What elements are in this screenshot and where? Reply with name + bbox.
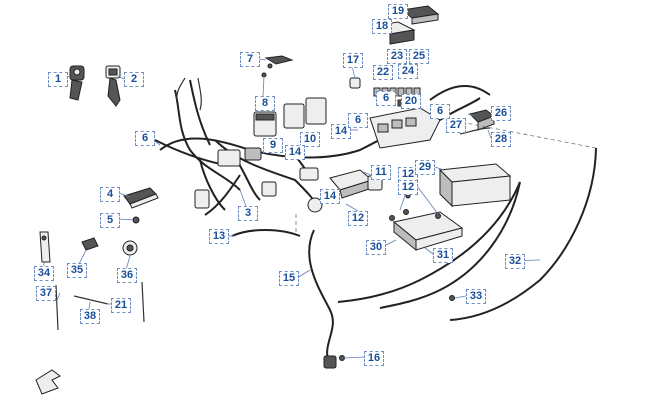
part-36-grommet — [122, 240, 138, 256]
callout-14[interactable]: 14 — [331, 124, 351, 139]
part-4-bracket — [123, 187, 159, 209]
callout-6-fusebox[interactable]: 6 — [376, 91, 396, 106]
callout-37[interactable]: 37 — [36, 286, 56, 301]
callout-31[interactable]: 31 — [433, 248, 453, 263]
part-16-connector — [323, 355, 345, 369]
part-21-strap — [141, 281, 145, 323]
callout-16[interactable]: 16 — [364, 351, 384, 366]
part-28-cable — [459, 127, 491, 135]
part-5-bolt — [132, 216, 140, 224]
callout-22[interactable]: 22 — [373, 65, 393, 80]
front-direction-arrow-icon — [35, 369, 61, 395]
callout-21[interactable]: 21 — [111, 298, 131, 313]
callout-6-right[interactable]: 6 — [430, 104, 450, 119]
callout-20[interactable]: 20 — [401, 94, 421, 109]
callout-32[interactable]: 32 — [505, 254, 525, 269]
callout-7[interactable]: 7 — [240, 52, 260, 67]
part-13-cable — [231, 229, 301, 237]
fuse-box-assembly — [349, 5, 491, 149]
part-15-harness — [295, 214, 334, 366]
callout-30[interactable]: 30 — [366, 240, 386, 255]
callout-3[interactable]: 3 — [238, 206, 258, 221]
callout-29[interactable]: 29 — [415, 160, 435, 175]
part-7-connector — [261, 55, 294, 78]
part-29-battery — [438, 163, 512, 208]
callout-34[interactable]: 34 — [34, 266, 54, 281]
callout-24[interactable]: 24 — [398, 64, 418, 79]
callout-14-lower[interactable]: 14 — [320, 189, 340, 204]
callout-35[interactable]: 35 — [67, 263, 87, 278]
callout-1[interactable]: 1 — [48, 72, 68, 87]
part-3-main-harness — [154, 77, 421, 216]
part-35-clip — [81, 237, 99, 251]
callout-10[interactable]: 10 — [300, 132, 320, 147]
part-2-switch — [105, 65, 121, 107]
part-1-switch — [69, 65, 85, 101]
part-33-bolt — [449, 295, 455, 301]
part-32-cable — [449, 119, 597, 321]
part-38-rod — [73, 295, 109, 305]
callout-26[interactable]: 26 — [491, 106, 511, 121]
part-34-bracket — [39, 231, 51, 263]
callout-25[interactable]: 25 — [409, 49, 429, 64]
callout-13[interactable]: 13 — [209, 229, 229, 244]
callout-23[interactable]: 23 — [387, 49, 407, 64]
part-37-strap — [55, 284, 59, 331]
part-30-ecu — [389, 193, 464, 252]
callout-12-ecu[interactable]: 12 — [348, 211, 368, 226]
callout-14-mid[interactable]: 14 — [285, 145, 305, 160]
callout-19[interactable]: 19 — [388, 4, 408, 19]
callout-4[interactable]: 4 — [100, 187, 120, 202]
callout-15[interactable]: 15 — [279, 271, 299, 286]
callout-9[interactable]: 9 — [263, 138, 283, 153]
callout-17[interactable]: 17 — [343, 53, 363, 68]
callout-18[interactable]: 18 — [372, 19, 392, 34]
callout-6[interactable]: 6 — [135, 131, 155, 146]
part-31-cable — [337, 181, 521, 309]
part-8-relay-blocks — [253, 97, 327, 137]
callout-12-upper[interactable]: 12 — [398, 180, 418, 195]
callout-5[interactable]: 5 — [100, 213, 120, 228]
callout-2[interactable]: 2 — [124, 72, 144, 87]
callout-33[interactable]: 33 — [466, 289, 486, 304]
callout-28[interactable]: 28 — [491, 132, 511, 147]
callout-38[interactable]: 38 — [80, 309, 100, 324]
callout-6-left[interactable]: 6 — [348, 113, 368, 128]
callout-36[interactable]: 36 — [117, 268, 137, 283]
callout-27[interactable]: 27 — [446, 118, 466, 133]
callout-11[interactable]: 11 — [371, 165, 391, 180]
callout-8[interactable]: 8 — [255, 96, 275, 111]
